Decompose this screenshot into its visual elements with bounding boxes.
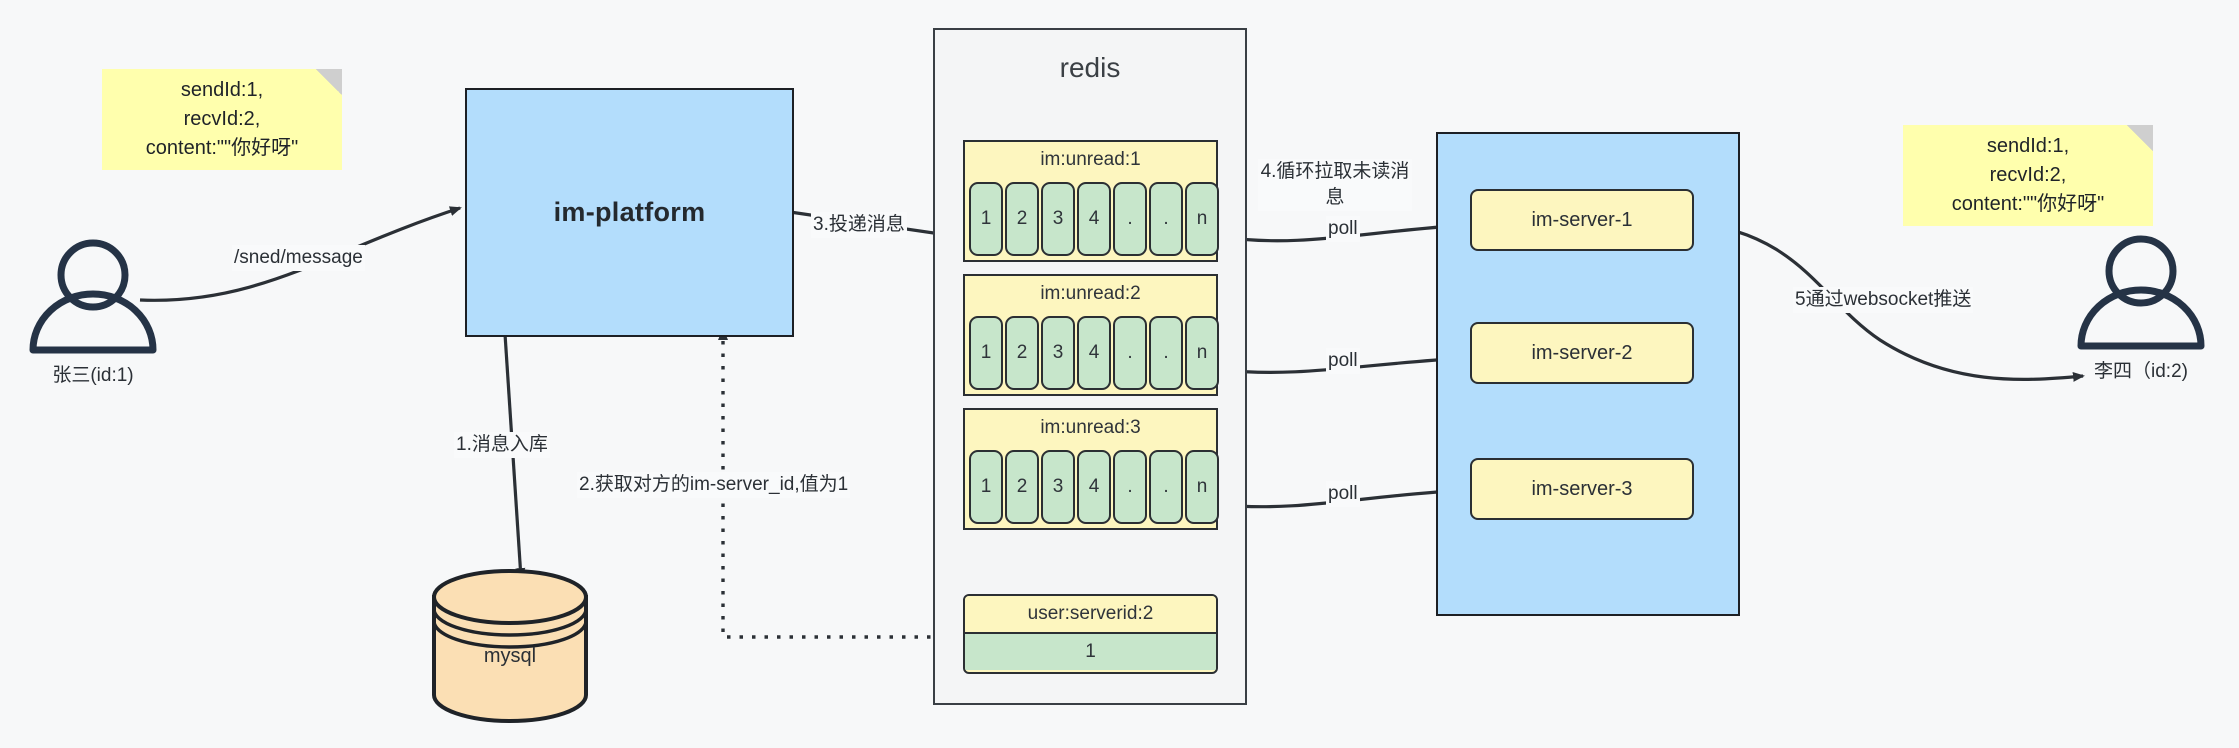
list-cell: . xyxy=(1149,450,1183,524)
list-cell: 1 xyxy=(969,182,1003,256)
note-line-sendid: sendId:1, xyxy=(180,79,264,101)
im-servers-container-lower: im-server-3 xyxy=(1436,428,1740,616)
redis-key-group[interactable]: im:unread:3 1 2 3 4 . . n xyxy=(963,408,1219,530)
note-line-content: content:""你好呀" xyxy=(1951,193,2105,215)
database-cylinder-icon xyxy=(432,569,588,723)
edge-label-step4: 4.循环拉取未读消息 xyxy=(1258,159,1412,211)
note-line-recvid: recvId:2, xyxy=(183,108,261,130)
list-cell: 3 xyxy=(1041,316,1075,390)
im-server-3-node[interactable]: im-server-3 xyxy=(1470,458,1694,520)
list-cell: 2 xyxy=(1005,450,1039,524)
im-server-1-label: im-server-1 xyxy=(1531,208,1633,231)
edge-label-step2: 2.获取对方的im-server_id,值为1 xyxy=(577,472,851,498)
redis-key-group[interactable]: im:unread:1 1 2 3 4 . . n xyxy=(963,140,1219,262)
edge-label-poll-2: poll xyxy=(1326,348,1360,374)
note-fold-corner xyxy=(2127,125,2153,151)
list-cell: n xyxy=(1185,316,1219,390)
redis-key-group[interactable]: im:unread:2 1 2 3 4 . . n xyxy=(963,274,1219,396)
redis-list-cells: 1 2 3 4 . . n xyxy=(969,182,1219,256)
redis-key-label: im:unread:1 xyxy=(1040,149,1141,170)
list-cell: 4 xyxy=(1077,316,1111,390)
list-cell: . xyxy=(1113,182,1147,256)
im-server-2-node[interactable]: im-server-2 xyxy=(1470,322,1694,384)
list-cell: 1 xyxy=(969,316,1003,390)
im-server-2-label: im-server-2 xyxy=(1531,341,1633,364)
edge-label-send-message: /sned/message xyxy=(232,245,365,271)
list-cell: . xyxy=(1149,316,1183,390)
im-server-3-label: im-server-3 xyxy=(1531,477,1633,500)
mysql-label: mysql xyxy=(483,645,537,667)
redis-title: redis xyxy=(1059,52,1121,83)
redis-kv-key: user:serverid:2 xyxy=(965,596,1216,632)
list-cell: 3 xyxy=(1041,450,1075,524)
user-icon xyxy=(29,239,157,354)
edge-label-poll-1: poll xyxy=(1326,216,1360,242)
list-cell: 1 xyxy=(969,450,1003,524)
edge-websocket-push xyxy=(1687,220,2085,382)
redis-kv-value: 1 xyxy=(965,632,1216,670)
list-cell: 3 xyxy=(1041,182,1075,256)
note-line-recvid: recvId:2, xyxy=(1989,164,2067,186)
im-server-1-node[interactable]: im-server-1 xyxy=(1470,189,1694,251)
edge-label-step3: 3.投递消息 xyxy=(811,212,907,238)
list-cell: 2 xyxy=(1005,182,1039,256)
list-cell: 4 xyxy=(1077,182,1111,256)
list-cell: n xyxy=(1185,450,1219,524)
sticky-note-left: sendId:1, recvId:2, content:""你好呀" xyxy=(102,69,342,170)
actor-label-sender: 张三(id:1) xyxy=(52,365,134,386)
redis-list-cells: 1 2 3 4 . . n xyxy=(969,316,1219,390)
im-servers-container: im-server-1 im-server-2 xyxy=(1436,132,1740,434)
list-cell: 2 xyxy=(1005,316,1039,390)
list-cell: . xyxy=(1113,450,1147,524)
note-fold-corner xyxy=(316,69,342,95)
redis-list-cells: 1 2 3 4 . . n xyxy=(969,450,1219,524)
im-platform-label: im-platform xyxy=(553,197,706,227)
user-icon xyxy=(2077,235,2205,350)
actor-label-receiver: 李四（id:2) xyxy=(2094,361,2188,382)
redis-key-label: im:unread:3 xyxy=(1040,417,1141,438)
list-cell: 4 xyxy=(1077,450,1111,524)
im-platform-node[interactable]: im-platform xyxy=(465,88,794,337)
list-cell: . xyxy=(1149,182,1183,256)
redis-kv-entry[interactable]: user:serverid:2 1 xyxy=(963,594,1218,674)
note-line-sendid: sendId:1, xyxy=(1986,135,2070,157)
redis-key-label: im:unread:2 xyxy=(1040,283,1141,304)
edge-label-poll-3: poll xyxy=(1326,481,1360,507)
edge-send-message xyxy=(139,206,462,302)
list-cell: n xyxy=(1185,182,1219,256)
list-cell: . xyxy=(1113,316,1147,390)
edge-label-step5: 5通过websocket推送 xyxy=(1793,287,1974,313)
note-line-content: content:""你好呀" xyxy=(145,137,299,159)
sticky-note-right: sendId:1, recvId:2, content:""你好呀" xyxy=(1903,125,2153,226)
edge-label-step1: 1.消息入库 xyxy=(454,432,550,458)
